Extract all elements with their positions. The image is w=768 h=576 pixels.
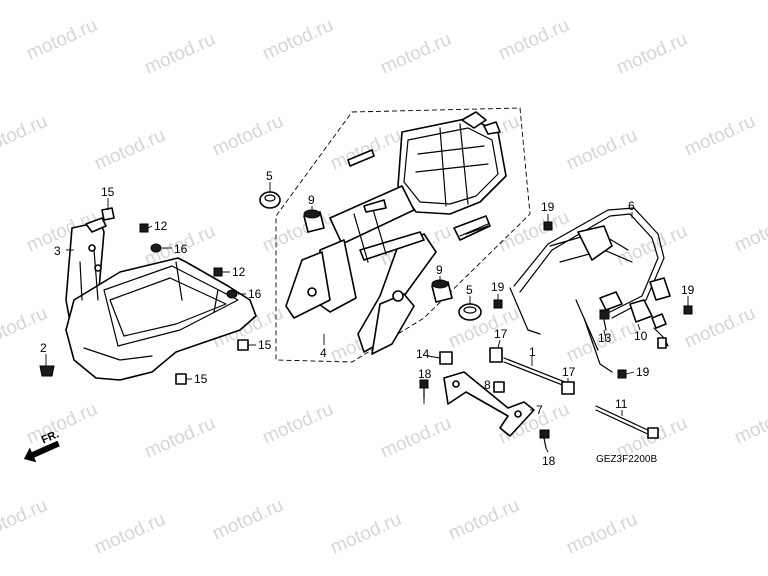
bushing-5-lower[interactable] [458,303,482,321]
rubber-mount-9-lower[interactable] [431,279,453,303]
callout-2: 2 [40,341,47,355]
watermark-text: motod.ru [209,111,286,161]
callout-11: 11 [615,397,628,411]
bracket-7[interactable] [443,371,535,437]
callout-16: 16 [174,242,188,256]
watermark-text: motod.ru [327,125,404,175]
bolt-19-left[interactable] [493,299,503,309]
callout-7: 7 [536,403,543,417]
collar-16-upper[interactable] [150,243,162,253]
callout-9: 9 [436,263,443,277]
callouts: 15 12 16 3 12 16 15 2 15 5 9 9 5 4 6 19 … [40,169,695,468]
front-arrow-icon [23,440,60,463]
nut-14[interactable] [439,351,453,365]
bolt-12-upper[interactable] [139,223,149,233]
bolt-12-lower[interactable] [213,267,223,277]
rear-carrier[interactable] [509,207,671,373]
bolt-18-upper[interactable] [419,379,429,399]
watermark-text: motod.ru [327,509,404,559]
watermark-text: motod.ru [681,111,758,161]
callout-8: 8 [484,378,491,392]
callout-9: 9 [308,193,315,207]
callout-14: 14 [416,347,430,361]
watermark-text: motod.ru [141,29,218,79]
watermark-text: motod.ru [141,413,218,463]
callout-19: 19 [491,280,505,294]
watermark-text: motod.ru [613,29,690,79]
rubber-mount-9-upper[interactable] [303,209,325,233]
front-frame[interactable] [65,217,257,381]
watermark-text: motod.ru [23,399,100,449]
callout-17: 17 [562,365,576,379]
bolt-19-right[interactable] [683,305,693,315]
watermark-text: motod.ru [445,303,522,353]
callout-12: 12 [232,265,246,279]
rubber-mount-5[interactable] [259,191,281,209]
callout-19: 19 [636,365,650,379]
nut-15-top[interactable] [101,207,115,221]
watermark-text: motod.ru [445,495,522,545]
bolt-11[interactable] [595,405,659,439]
callout-19: 19 [541,200,555,214]
callout-16: 16 [248,287,262,301]
bolt-19-bottom[interactable] [617,369,627,379]
watermark-text: motod.ru [563,509,640,559]
diagram-code: GEZ3F2200B [596,454,657,465]
watermark-text: motod.ru [731,399,768,449]
callout-10: 10 [634,329,648,343]
watermark-text: motod.ru [495,207,572,257]
callout-5: 5 [466,283,473,297]
watermark-text: motod.ru [563,125,640,175]
bolt-18-lower[interactable] [539,429,550,449]
callout-15: 15 [101,185,115,199]
watermark-text: motod.ru [377,413,454,463]
collar-16-lower[interactable] [226,289,238,299]
rear-frame[interactable] [285,111,507,355]
callout-18: 18 [418,367,432,381]
clip-15-mid[interactable] [237,339,249,351]
bolt-19-top[interactable] [543,221,553,231]
callout-18: 18 [542,454,556,468]
callout-19: 19 [681,283,695,297]
callout-4: 4 [320,346,327,360]
callout-12: 12 [154,219,168,233]
callout-17: 17 [494,327,508,341]
watermark-text: motod.ru [259,15,336,65]
callout-6: 6 [628,199,635,213]
watermark-text: motod.ru [0,495,51,545]
watermark-text: motod.ru [0,111,51,161]
watermark-text: motod.ru [91,125,168,175]
watermark-text: motod.ru [91,509,168,559]
watermark-text: motod.ru [495,15,572,65]
collar-17-lower[interactable] [561,381,575,395]
watermark-text: motod.ru [377,29,454,79]
key-lock-10[interactable] [651,313,669,349]
callout-15: 15 [258,338,272,352]
clip-15-low[interactable] [175,373,187,385]
leader-lines [45,182,689,453]
callout-15: 15 [194,372,208,386]
callout-3: 3 [54,244,61,258]
callout-13: 13 [598,331,612,345]
rod-1[interactable] [503,357,571,389]
bolt-2[interactable] [39,365,55,377]
callout-5: 5 [266,169,273,183]
watermark-text: motod.ru [209,495,286,545]
callout-1: 1 [529,345,536,359]
collar-17-upper[interactable] [489,347,503,363]
screw-13[interactable] [599,309,610,331]
watermark-text: motod.ru [23,15,100,65]
watermark-text: motod.ru [731,207,768,257]
watermark-text: motod.ru [259,399,336,449]
collar-8[interactable] [493,381,505,393]
front-indicator: FR. [23,428,61,463]
watermark-text: motod.ru [681,303,758,353]
